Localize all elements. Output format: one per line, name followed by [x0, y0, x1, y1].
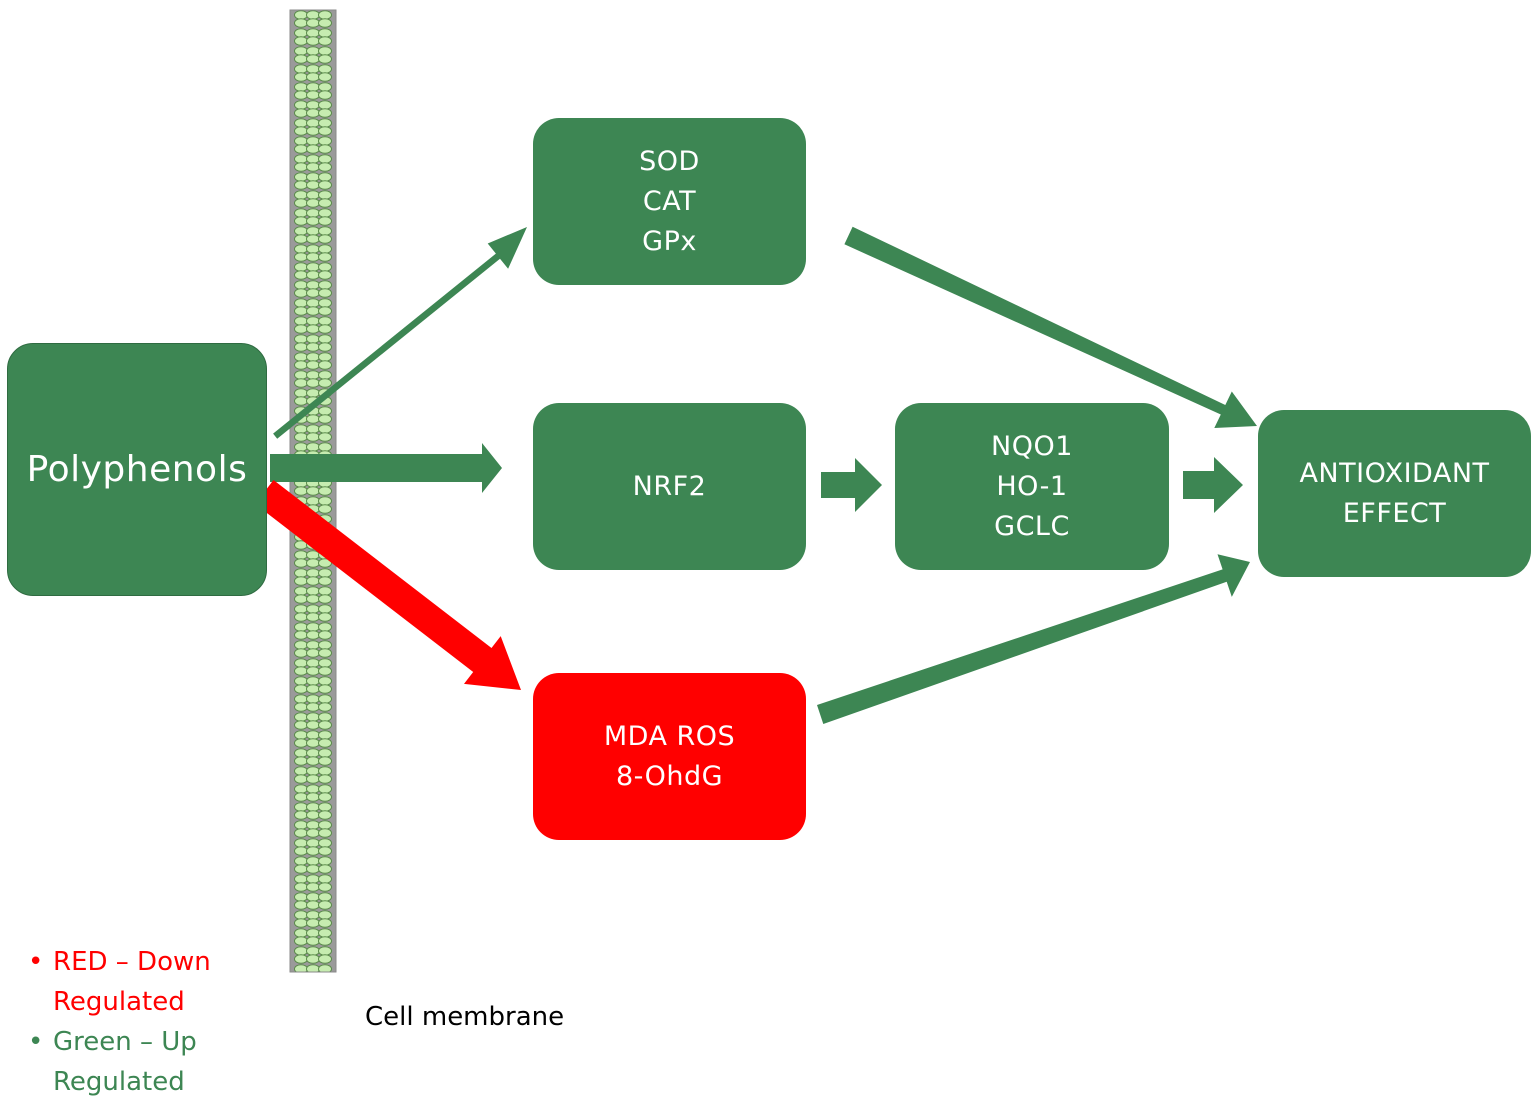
node-targets-line-3: GCLC — [994, 510, 1070, 542]
legend: RED – Down Regulated Green – Up Regulate… — [28, 942, 253, 1102]
arrow-markers-to-effect — [817, 554, 1250, 724]
legend-item-down-regulated: RED – Down Regulated — [28, 942, 253, 1022]
node-oxidative-markers: MDA ROS 8-OhdG — [533, 673, 806, 840]
arrow-polyphenols-to-nrf2 — [270, 443, 502, 493]
cell-membrane — [289, 9, 337, 973]
arrow-enzymes-to-effect — [844, 226, 1257, 428]
node-targets-line-2: HO-1 — [996, 470, 1068, 502]
node-nrf2: NRF2 — [533, 403, 806, 570]
node-antioxidant-enzymes: SOD CAT GPx — [533, 118, 806, 285]
node-markers-line-2: 8-OhdG — [615, 760, 724, 792]
node-nrf2-targets: NQO1 HO-1 GCLC — [895, 403, 1169, 570]
legend-item-up-regulated: Green – Up Regulated — [28, 1022, 253, 1102]
cell-membrane-label: Cell membrane — [365, 1002, 565, 1032]
arrow-polyphenols-to-markers — [255, 480, 521, 690]
node-effect-line-1: ANTIOXIDANT — [1299, 457, 1490, 489]
node-polyphenols: Polyphenols — [7, 343, 267, 596]
arrow-polyphenols-to-enzymes — [273, 227, 527, 439]
node-enzymes-line-2: CAT — [642, 185, 697, 217]
node-targets-line-1: NQO1 — [991, 430, 1073, 462]
arrow-nrf2-to-targets — [821, 458, 882, 512]
node-nrf2-label: NRF2 — [632, 470, 707, 502]
arrow-targets-to-effect — [1183, 457, 1243, 513]
node-enzymes-line-3: GPx — [642, 225, 697, 257]
node-effect-line-2: EFFECT — [1342, 497, 1447, 529]
node-polyphenols-label: Polyphenols — [26, 448, 248, 490]
node-antioxidant-effect: ANTIOXIDANT EFFECT — [1258, 410, 1531, 577]
node-markers-line-1: MDA ROS — [603, 720, 736, 752]
node-enzymes-line-1: SOD — [639, 145, 700, 177]
